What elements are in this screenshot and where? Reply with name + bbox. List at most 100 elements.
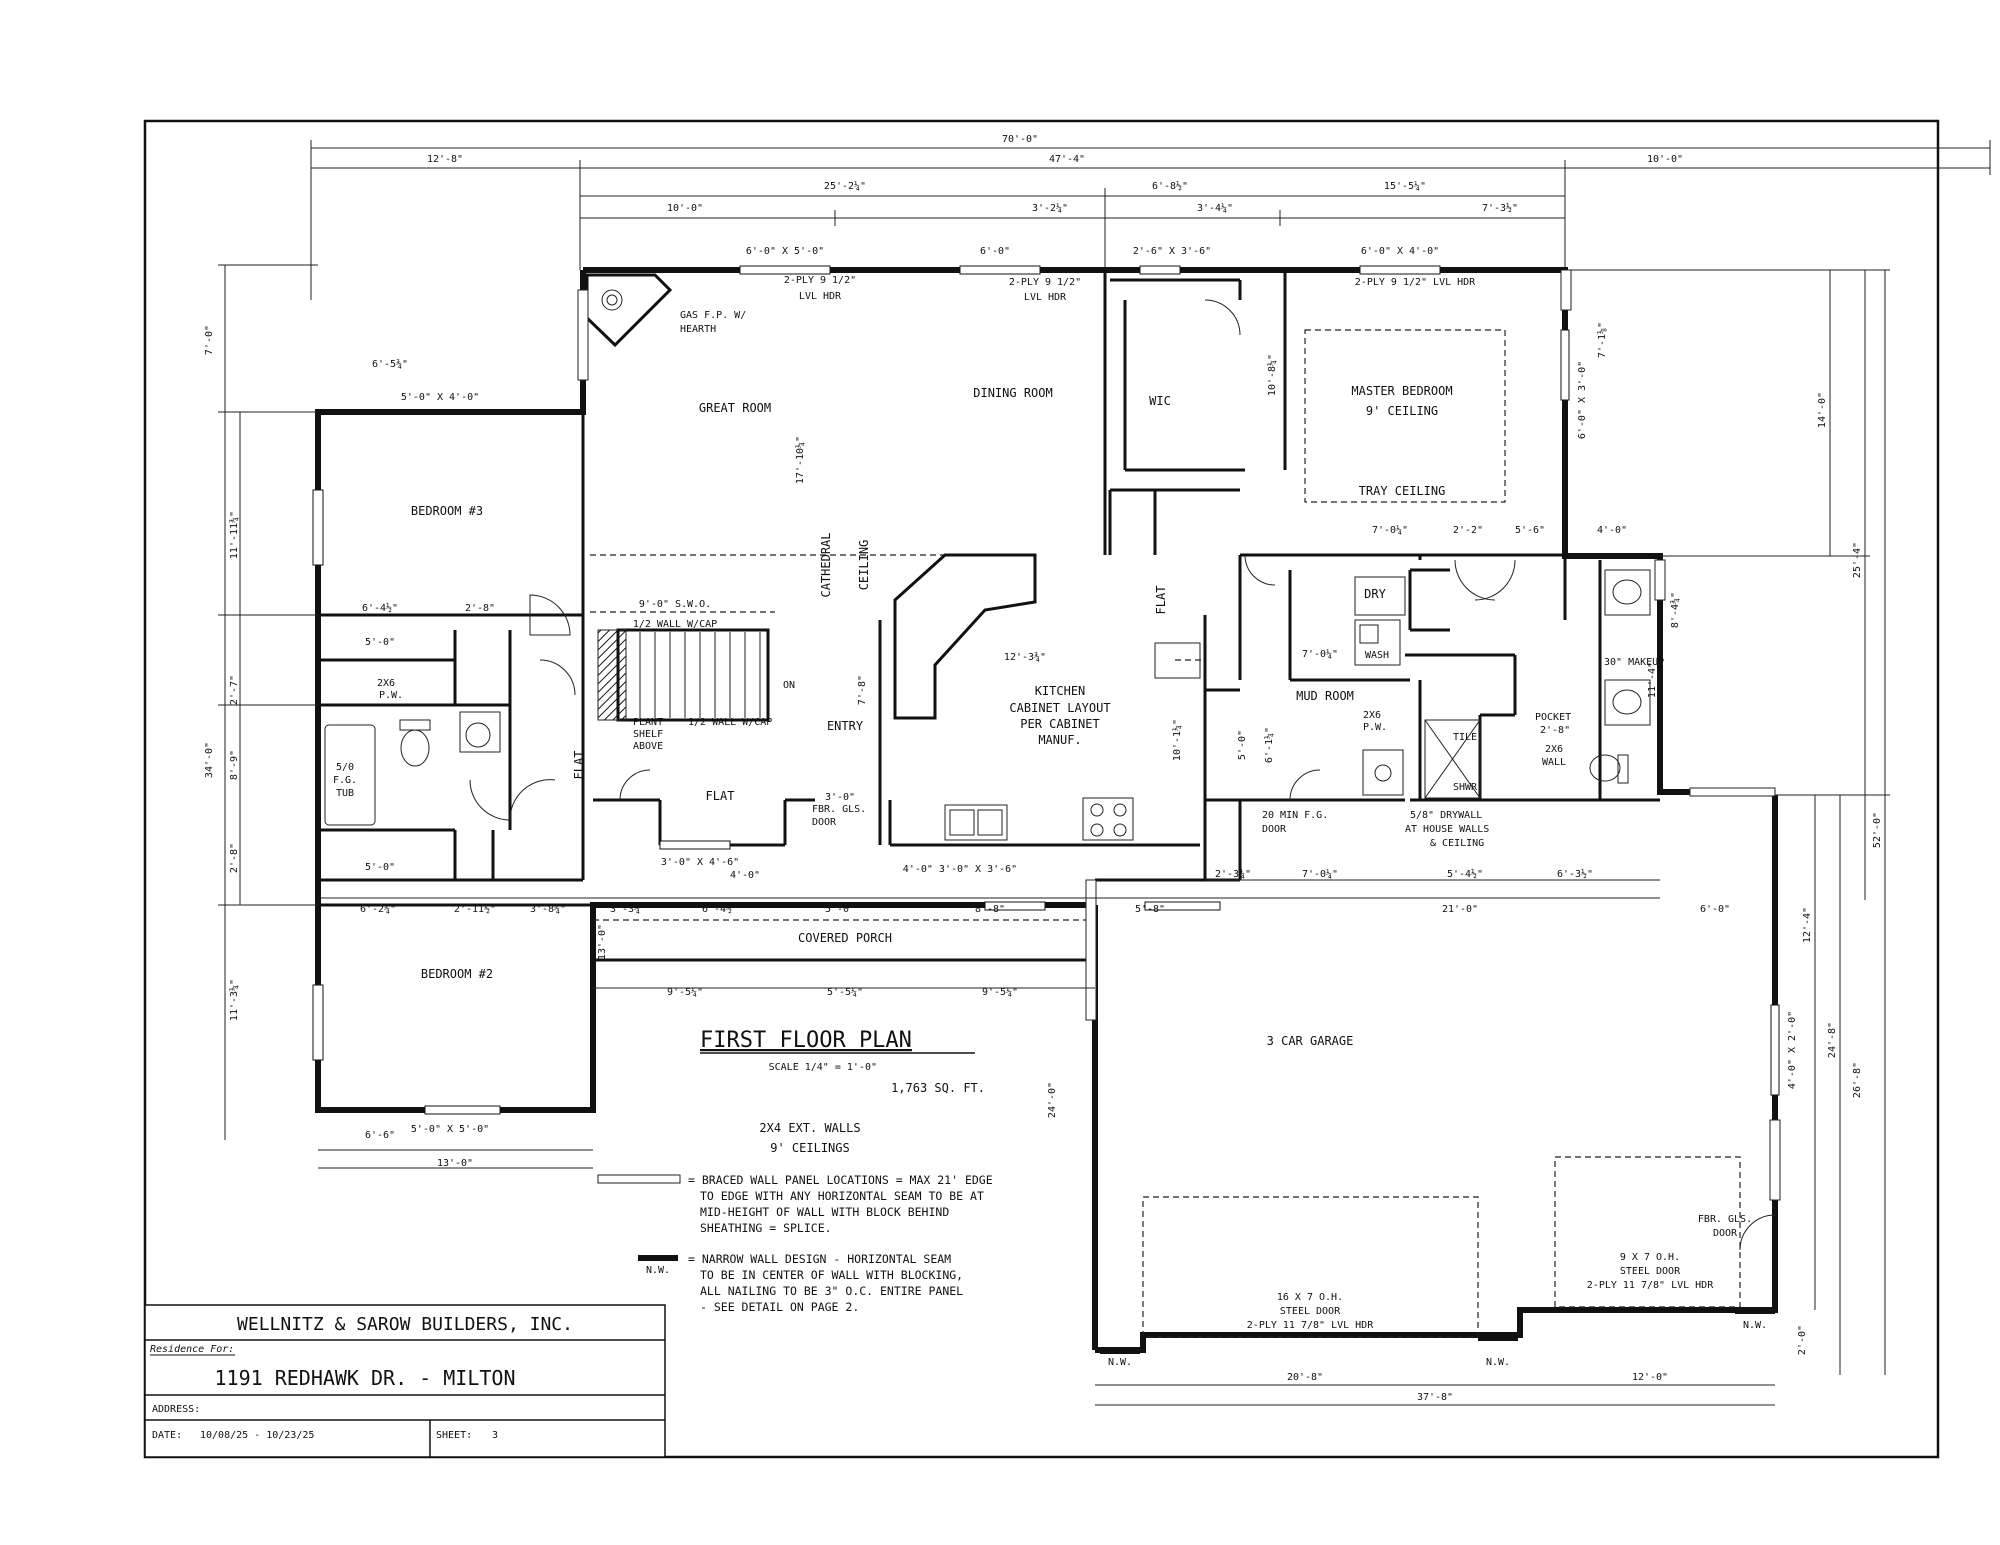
dim-bath-width: 5'-0" [365,637,395,648]
label-tub3: TUB [336,788,354,799]
label-great-room: GREAT ROOM [699,401,771,415]
dim-left-34: 34'-0" [204,742,215,778]
top-dimensions [310,140,1991,300]
garage-door9-1: 9 X 7 O.H. [1620,1252,1680,1263]
dim-row-c: 3'-8¾" [530,903,566,915]
legend-nw-label: N.W. [646,1265,670,1276]
label-gas-fp1: GAS F.P. W/ [680,310,746,321]
dim-garage-20-8: 20'-8" [1287,1372,1323,1383]
label-half-wall-cap-2: 1/2 WALL W/CAP [633,619,717,630]
nw-label-2: N.W. [1486,1357,1510,1368]
dim-garage-window: 4'-0" X 2'-0" [1787,1011,1798,1089]
dim-row3-d: 7'-3½" [1482,202,1518,214]
dim-garage-24: 24'-0" [1047,1082,1058,1118]
dim-right-14: 14'-0" [1817,392,1828,428]
label-pw: P.W. [379,690,403,701]
dim-bedroom3-depth: 11'-11¾" [228,511,240,559]
label-min-door2: DOOR [1262,824,1287,835]
dim-row2-b2: 7'-0¼" [1302,868,1338,880]
dim-row2-a: 25'-2¼" [824,180,866,192]
garage-side-door1: FBR. GLS. [1698,1214,1752,1225]
label-fbr-door1: FBR. GLS. [812,804,866,815]
dim-mb-b: 2'-2" [1453,525,1483,536]
label-master-ceiling: 9' CEILING [1366,404,1438,418]
label-kitchen: KITCHEN [1035,684,1086,698]
garage-door9-3: 2-PLY 11 7/8" LVL HDR [1587,1280,1714,1291]
dim-bottom-a: 6'-6" [365,1130,395,1141]
label-fbr-door2: DOOR [812,817,837,828]
walls-note: 2X4 EXT. WALLS [759,1121,860,1135]
dim-top-left: 12'-8" [427,154,463,165]
dim-row3-c: 3'-4¼" [1197,202,1233,214]
dim-row2-c2: 5'-4½" [1447,868,1483,880]
legend-braced-symbol [597,1174,681,1184]
label-drywall3: & CEILING [1430,838,1484,849]
dim-porch-b: 5'-5¼" [827,986,863,998]
door-swings [469,299,1776,1251]
dim-mb-d: 4'-0" [1597,525,1627,536]
nw-label-1: N.W. [1108,1357,1132,1368]
label-entry: ENTRY [827,719,864,733]
dashed-lines [590,329,1741,1338]
header-2: 2-PLY 9 1/2" [1009,277,1081,288]
title-sheet: 3 [492,1430,498,1441]
title-date: 10/08/25 - 10/23/25 [200,1430,314,1441]
dim-porch-a: 9'-5¼" [667,986,703,998]
dim-row-j: 6'-0" [1700,904,1730,915]
dim-porch-c: 9'-5¼" [982,986,1018,998]
window-callout-1: 6'-0" X 5'-0" [746,246,824,257]
label-drywall2: AT HOUSE WALLS [1405,824,1489,835]
fixtures [324,273,1651,841]
dim-kitchen-width: 12'-3¾" [1004,651,1046,663]
legend-braced-1: = BRACED WALL PANEL LOCATIONS = MAX 21' … [688,1173,993,1187]
dim-row-h: 5'-8" [1135,904,1165,915]
label-flat-2: FLAT [572,751,586,780]
label-bedroom3: BEDROOM #3 [411,504,483,518]
header-1b: LVL HDR [799,291,842,302]
legend-braced-3: MID-HEIGHT OF WALL WITH BLOCK BEHIND [700,1205,949,1219]
label-cathedral: CATHEDRAL [819,532,833,597]
dim-entry-window-2: 4'-0" [730,870,760,881]
ceilings-note: 9' CEILINGS [770,1141,849,1155]
dim-row-d: 3'-3¾" [610,903,646,915]
label-wall: WALL [1542,757,1566,768]
title-sheet-label: SHEET: [436,1430,472,1441]
dim-master-window: 6'-0" X 3'-0" [1577,361,1588,439]
label-half-wall-cap: 1/2 WALL W/CAP [688,717,772,728]
dim-porch-13: 13'-0" [597,924,608,960]
dim-row-a: 6'-2¾" [360,903,396,915]
nw-label-3: N.W. [1743,1320,1767,1331]
wall-openings [312,265,1780,1115]
title-block: WELLNITZ & SAROW BUILDERS, INC. Residenc… [144,1304,666,1458]
label-tray-ceiling: TRAY CEILING [1359,484,1446,498]
dim-mb-c: 5'-6" [1515,525,1545,536]
stair-treads [639,632,761,718]
label-flat-3: FLAT [1154,586,1168,615]
title-residence: 1191 REDHAWK DR. - MILTON [214,1366,515,1390]
nw-markers: N.W. N.W. N.W. [1100,1308,1775,1368]
label-wic: WIC [1149,394,1171,408]
label-dry: DRY [1364,587,1386,601]
label-tile: TILE [1453,732,1477,743]
porch-dimensions [318,879,1775,1406]
label-makeup: 30" MAKEUP [1604,657,1664,668]
dim-row-b: 2'-11½" [454,903,496,915]
dim-row2-b: 6'-8½" [1152,180,1188,192]
window-callout-4: 6'-0" X 4'-0" [1361,246,1439,257]
right-dimensions [1565,269,1890,1375]
legend-narrow-3: ALL NAILING TO BE 3" O.C. ENTIRE PANEL [700,1284,963,1298]
legend-narrow-symbol [638,1255,678,1261]
plan-title: FIRST FLOOR PLAN [700,1028,912,1053]
dim-right-52: 52'-0" [1872,812,1883,848]
label-flat: FLAT [706,789,735,803]
dim-right-11-4: 11'-4" [1647,662,1658,698]
label-ceiling: CEILING [857,540,871,591]
label-shwr: SHWR [1453,782,1478,793]
dim-row3-a: 10'-0" [667,203,703,214]
legend-braced-4: SHEATHING = SPLICE. [700,1221,832,1235]
dim-entry-7: 7'-8" [857,675,868,705]
title-date-label: DATE: [152,1430,182,1441]
dim-garage-24-8: 24'-8" [1827,1022,1838,1058]
dim-garage-12-4: 12'-4" [1802,907,1813,943]
